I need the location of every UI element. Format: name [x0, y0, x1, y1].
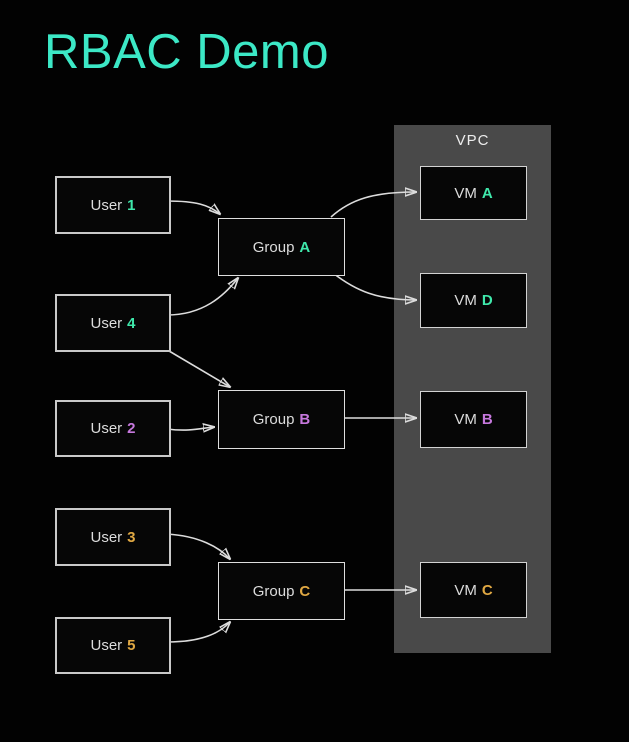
node-accent: 5 [127, 637, 136, 654]
node-label: User [90, 420, 123, 437]
node-label: VM [454, 292, 477, 309]
node-user-5: User 5 [55, 617, 171, 674]
node-accent: B [481, 411, 493, 428]
node-accent: 3 [127, 528, 136, 546]
node-vm-a: VM A [420, 166, 527, 220]
node-accent: 4 [127, 314, 136, 332]
node-vm-b: VM B [420, 391, 527, 448]
edge-user-5-group-c [166, 622, 230, 643]
node-vm-d: VM D [420, 273, 527, 328]
node-group-c: Group C [218, 562, 345, 620]
node-accent: A [299, 238, 311, 256]
node-accent: C [481, 581, 493, 599]
edge-user-4-group-a [166, 278, 238, 316]
node-label: Group [252, 411, 295, 428]
node-group-a: Group A [218, 218, 345, 276]
node-user-2: User 2 [55, 400, 171, 457]
node-user-1: User 1 [55, 176, 171, 234]
node-accent: 1 [127, 196, 136, 214]
node-label: User [90, 196, 123, 214]
node-label: VM [454, 184, 477, 202]
node-group-b: Group B [218, 390, 345, 449]
node-accent: B [299, 411, 311, 428]
edge-user-3-group-c [166, 533, 230, 559]
node-label: VM [454, 411, 477, 428]
node-label: User [90, 528, 123, 546]
node-label: Group [252, 582, 295, 600]
node-accent: C [299, 582, 311, 600]
edge-user-1-group-a [166, 200, 220, 214]
node-label: VM [454, 581, 477, 599]
node-vm-c: VM C [420, 562, 527, 618]
node-user-3: User 3 [55, 508, 171, 566]
node-label: Group [252, 238, 295, 256]
node-accent: 2 [127, 420, 136, 437]
edge-user-4-group-b [163, 347, 230, 387]
page-title: RBAC Demo [44, 25, 329, 79]
node-accent: A [481, 184, 493, 202]
node-label: User [90, 637, 123, 654]
edge-user-2-group-b [166, 427, 214, 430]
node-user-4: User 4 [55, 294, 171, 352]
node-accent: D [481, 292, 493, 309]
node-label: User [90, 314, 123, 332]
vpc-label: VPC [455, 132, 490, 149]
